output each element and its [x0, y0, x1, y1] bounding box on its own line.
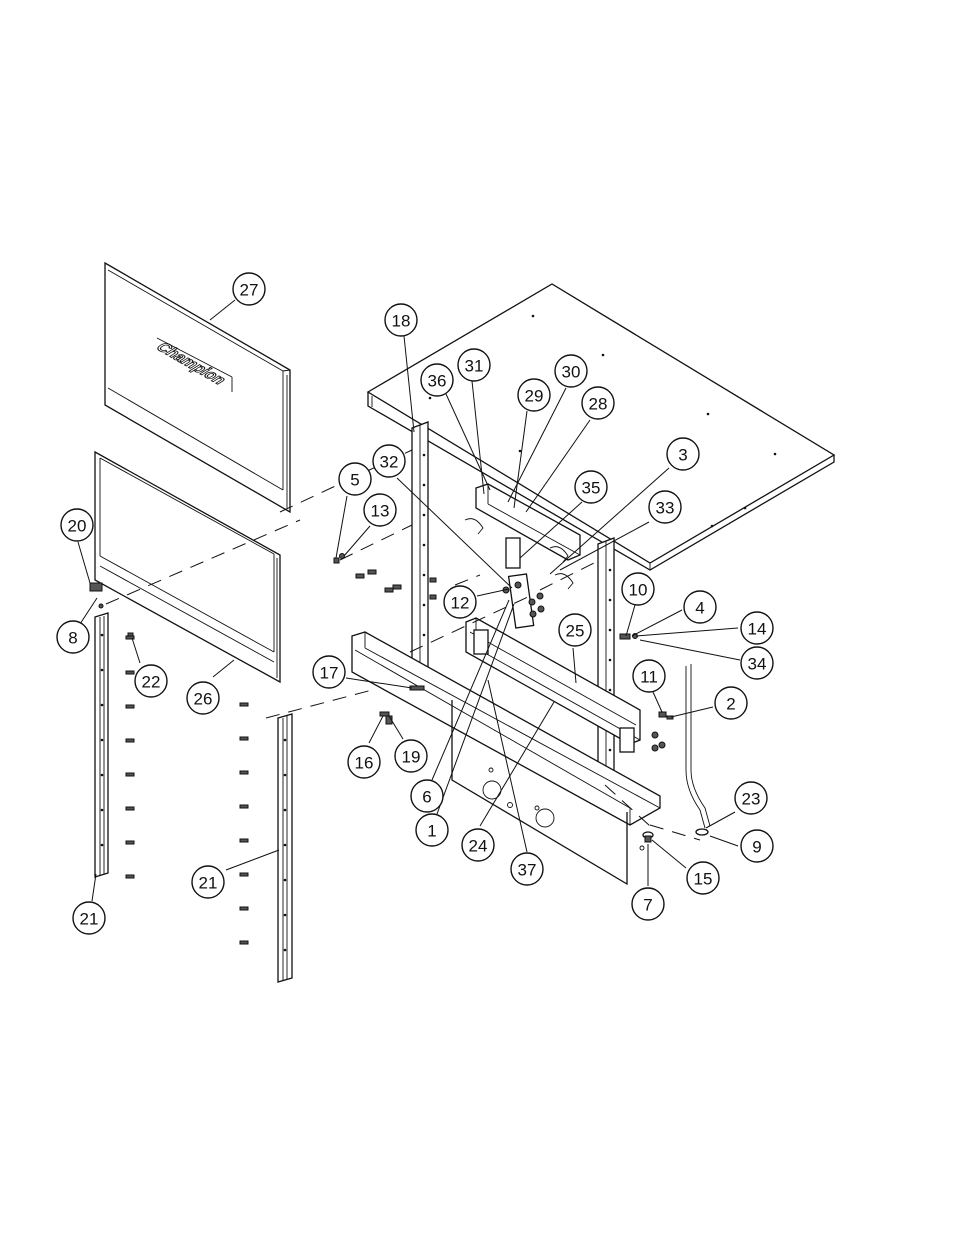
callout-label-1: 1: [427, 822, 436, 841]
table-top: [368, 284, 834, 570]
callout-label-2: 2: [726, 695, 735, 714]
callout-label-17: 17: [320, 664, 339, 683]
side-rail-right: [278, 714, 292, 982]
callout-label-8: 8: [68, 629, 77, 648]
callout-label-36: 36: [428, 372, 447, 391]
screw-column-right: [240, 703, 248, 944]
callout-label-19: 19: [402, 748, 421, 767]
callout-label-5: 5: [350, 471, 359, 490]
callout-label-9: 9: [752, 838, 761, 857]
callout-label-25: 25: [566, 622, 585, 641]
callout-label-26: 26: [194, 690, 213, 709]
callout-label-30: 30: [562, 363, 581, 382]
callout-label-21: 21: [80, 910, 99, 929]
callout-label-29: 29: [525, 387, 544, 406]
callout-label-12: 12: [451, 594, 470, 613]
screw-column-left: [126, 636, 134, 878]
callout-label-20: 20: [68, 517, 87, 536]
callout-label-32: 32: [380, 453, 399, 472]
callout-label-6: 6: [422, 788, 431, 807]
callout-label-28: 28: [589, 395, 608, 414]
callout-label-11: 11: [640, 668, 658, 687]
callout-label-37: 37: [518, 861, 537, 880]
leg-left: [412, 422, 428, 680]
callout-label-31: 31: [465, 357, 484, 376]
callout-label-33: 33: [656, 499, 675, 518]
callout-label-3: 3: [678, 446, 687, 465]
callout-label-16: 16: [355, 754, 374, 773]
callout-label-24: 24: [469, 837, 488, 856]
callout-label-21: 21: [199, 874, 218, 893]
callout-label-27: 27: [240, 281, 259, 300]
callout-label-34: 34: [748, 655, 767, 674]
side-rail-left: [95, 613, 108, 877]
callout-label-10: 10: [629, 581, 648, 600]
callout-label-15: 15: [694, 870, 713, 889]
callout-label-4: 4: [695, 599, 704, 618]
callout-label-14: 14: [748, 620, 767, 639]
leg-right: [598, 538, 614, 786]
callout-label-13: 13: [371, 502, 390, 521]
callout-label-22: 22: [142, 673, 161, 692]
callout-label-7: 7: [643, 896, 652, 915]
callout-label-23: 23: [742, 790, 761, 809]
callout-label-18: 18: [392, 312, 411, 331]
callout-label-35: 35: [582, 479, 601, 498]
